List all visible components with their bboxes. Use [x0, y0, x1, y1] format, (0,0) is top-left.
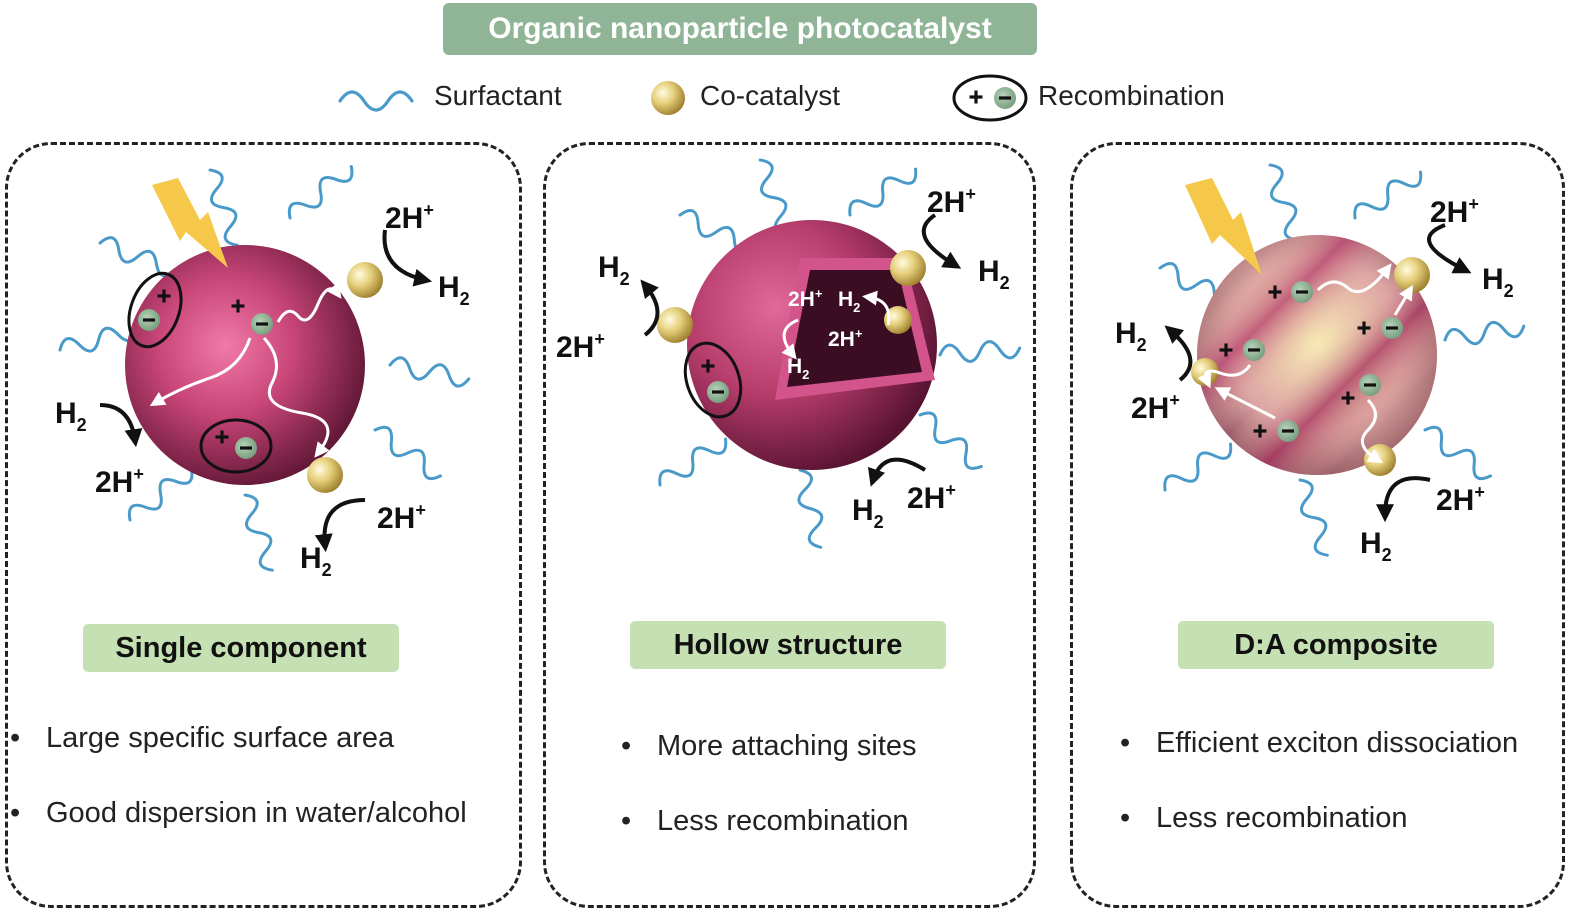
svg-text:H2: H2	[1115, 317, 1147, 355]
recombination-pair-2	[199, 418, 273, 474]
svg-text:H2: H2	[1360, 527, 1392, 565]
single-component-particle: 2H+ H2 H2 2H+ 2H+ H2	[55, 158, 472, 580]
diagram-title: Organic nanoparticle photocatalyst	[443, 3, 1037, 55]
svg-text:H2: H2	[300, 542, 332, 580]
svg-text:H2: H2	[852, 494, 884, 532]
svg-text:2H+: 2H+	[1436, 482, 1485, 517]
svg-text:2H+: 2H+	[927, 184, 976, 219]
bullet-item: •Efficient exciton dissociation	[1120, 727, 1519, 759]
legend-surfactant-icon	[338, 90, 414, 112]
svg-text:2H+: 2H+	[1430, 194, 1479, 229]
svg-text:H2: H2	[838, 288, 860, 315]
panel-single-component	[5, 142, 522, 908]
caption-da-composite: D:A composite	[1178, 621, 1494, 669]
svg-text:2H+: 2H+	[1131, 390, 1180, 425]
recombination-pair-1	[127, 271, 183, 349]
svg-text:H2: H2	[55, 397, 87, 435]
svg-text:2H+: 2H+	[788, 286, 823, 311]
da-composite-particle: 2H+ H2 H2 2H+ 2H+ H2	[1115, 160, 1527, 565]
legend-recombination-label: Recombination	[1038, 80, 1225, 111]
bullet-item: •Less recombination	[621, 805, 909, 837]
caption-single-component: Single component	[83, 624, 399, 672]
svg-text:H2: H2	[438, 271, 470, 309]
svg-text:2H+: 2H+	[385, 200, 434, 235]
bullet-item: •More attaching sites	[621, 730, 917, 762]
panel-hollow-structure	[543, 142, 1036, 908]
caption-hollow-structure: Hollow structure	[630, 621, 946, 669]
svg-text:2H+: 2H+	[95, 464, 144, 499]
svg-text:H2: H2	[787, 355, 809, 382]
hollow-structure-particle: 2H+ H2 2H+ H2 2H+ H2 H2 2H+ 2H+ H2	[556, 155, 1022, 552]
legend-recombination-icon	[952, 74, 1028, 122]
svg-text:H2: H2	[1482, 263, 1514, 301]
svg-text:2H+: 2H+	[828, 326, 863, 351]
svg-text:2H+: 2H+	[556, 329, 605, 364]
legend-cocatalyst-icon	[651, 81, 685, 115]
bullet-item: •Large specific surface area	[10, 722, 395, 754]
svg-text:H2: H2	[978, 255, 1010, 293]
panel-da-composite	[1070, 142, 1565, 908]
svg-text:H2: H2	[598, 251, 630, 289]
legend-surfactant-label: Surfactant	[434, 80, 562, 111]
recombination-pair-3	[683, 341, 743, 419]
bullet-item: •Less recombination	[1120, 802, 1408, 834]
svg-text:2H+: 2H+	[907, 480, 956, 515]
legend-cocatalyst-label: Co-catalyst	[700, 80, 841, 111]
svg-text:2H+: 2H+	[377, 500, 426, 535]
bullet-item: •Good dispersion in water/alcohol	[10, 797, 467, 829]
